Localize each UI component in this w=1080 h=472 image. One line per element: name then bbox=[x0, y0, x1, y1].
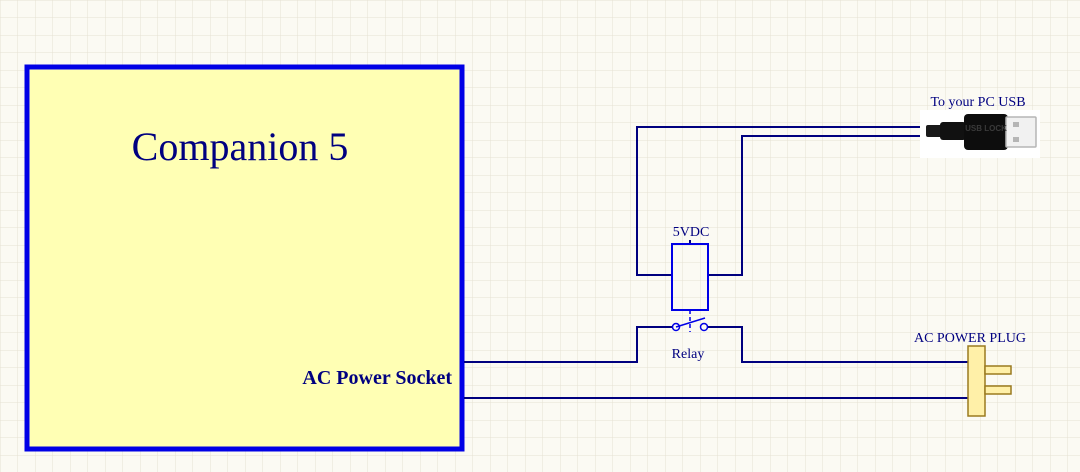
device-title: Companion 5 bbox=[132, 124, 349, 169]
ac-plug-body bbox=[967, 345, 986, 417]
relay-switch-label: Relay bbox=[672, 347, 705, 362]
wire-socket-to-relay bbox=[464, 326, 676, 363]
wires bbox=[464, 126, 968, 399]
usb-label: To your PC USB bbox=[930, 95, 1025, 110]
ac-plug-prong-top bbox=[984, 365, 1012, 375]
wire-relay-to-plug bbox=[704, 326, 968, 363]
relay-switch-arm bbox=[675, 317, 706, 328]
ac-plug-label: AC POWER PLUG bbox=[914, 331, 1026, 346]
wire-usb-coil-a bbox=[636, 126, 926, 276]
usb-plug-icon: To your PC USB USB LOCK bbox=[920, 95, 1040, 158]
ac-power-plug-icon: AC POWER PLUG bbox=[914, 331, 1026, 417]
ac-power-socket-label: AC Power Socket bbox=[302, 367, 452, 389]
wire-usb-coil-b bbox=[708, 135, 926, 276]
relay-contact-right bbox=[699, 322, 709, 332]
companion-device-box bbox=[24, 64, 465, 452]
relay-coil-label: 5VDC bbox=[673, 225, 710, 240]
usb-plug-text: USB LOCK bbox=[965, 124, 1007, 133]
ac-plug-prong-bottom bbox=[984, 385, 1012, 395]
relay: 5VDC Relay bbox=[671, 225, 710, 362]
